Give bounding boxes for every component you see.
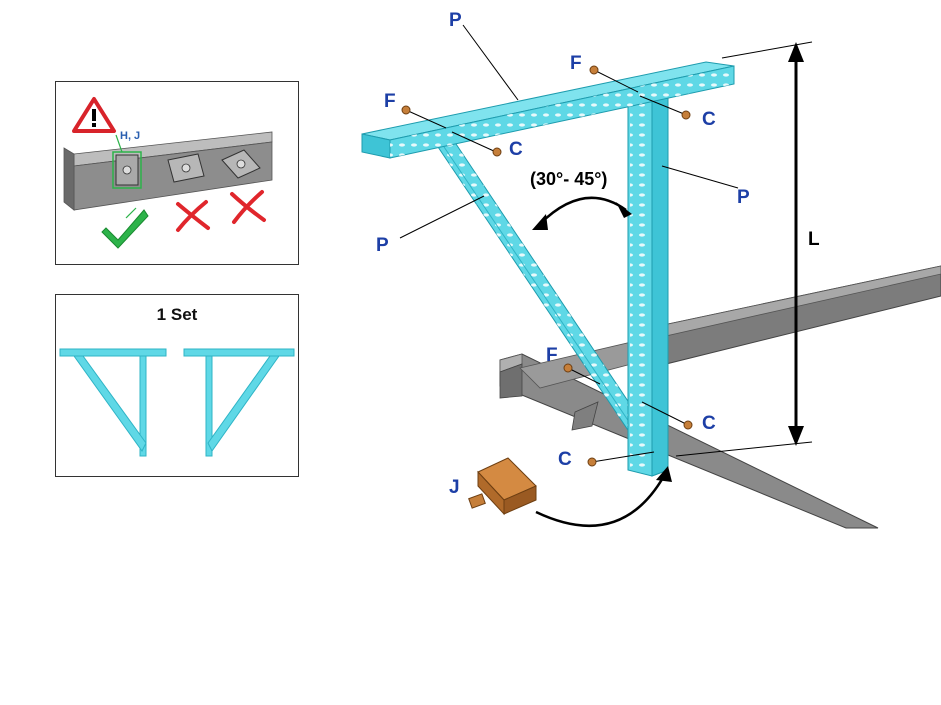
label-c-top-right: C xyxy=(702,109,716,130)
label-l: L xyxy=(808,229,820,250)
nut-c-icon xyxy=(492,147,502,157)
label-p-left: P xyxy=(376,235,389,256)
nut-c-icon xyxy=(683,420,693,430)
label-p-top: P xyxy=(449,10,462,31)
pointer-line xyxy=(115,134,123,153)
label-c-left: C xyxy=(509,139,523,160)
bracket-left xyxy=(59,348,167,457)
wrong-nut-2 xyxy=(221,149,261,179)
top-strut xyxy=(361,61,735,159)
warning-triangle-icon xyxy=(72,97,116,133)
set-title: 1 Set xyxy=(156,305,198,324)
bracket-set-panel: 1 Set xyxy=(55,294,299,477)
leader-lines xyxy=(399,24,813,463)
nut-c-icon xyxy=(587,457,597,467)
support-rail-front xyxy=(499,339,879,529)
hardware-label: H, J xyxy=(120,130,141,142)
vertical-strut xyxy=(627,77,669,477)
bracket-set-illustration xyxy=(59,348,295,457)
bolt-f-icon xyxy=(589,65,599,75)
label-f-top: F xyxy=(570,53,582,74)
label-j: J xyxy=(449,477,460,498)
bolt-f-icon xyxy=(401,105,411,115)
hardware-detail-panel: H, J xyxy=(55,81,299,265)
pointer-line xyxy=(125,207,137,219)
cross-icon xyxy=(230,190,266,224)
bolt-f-icon xyxy=(563,363,573,373)
angle-arc xyxy=(532,196,632,230)
wrong-nut-1 xyxy=(167,153,205,183)
bracket-right xyxy=(183,348,295,457)
install-arrow xyxy=(535,466,672,527)
label-c-bottom-right: C xyxy=(702,413,716,434)
label-p-right: P xyxy=(737,187,750,208)
cross-icon xyxy=(176,200,210,232)
label-f-bottom: F xyxy=(546,345,558,366)
label-c-bottom-left: C xyxy=(558,449,572,470)
channel-nut-j xyxy=(468,457,537,516)
hardware-detail-illustration xyxy=(63,97,273,249)
support-rail-back xyxy=(639,265,941,366)
angle-label: (30°- 45°) xyxy=(530,169,608,189)
dimension-arrow-l xyxy=(788,42,804,446)
label-f-left: F xyxy=(384,91,396,112)
nut-c-icon xyxy=(681,110,691,120)
checkmark-icon xyxy=(101,209,149,249)
correct-nut xyxy=(112,151,142,189)
